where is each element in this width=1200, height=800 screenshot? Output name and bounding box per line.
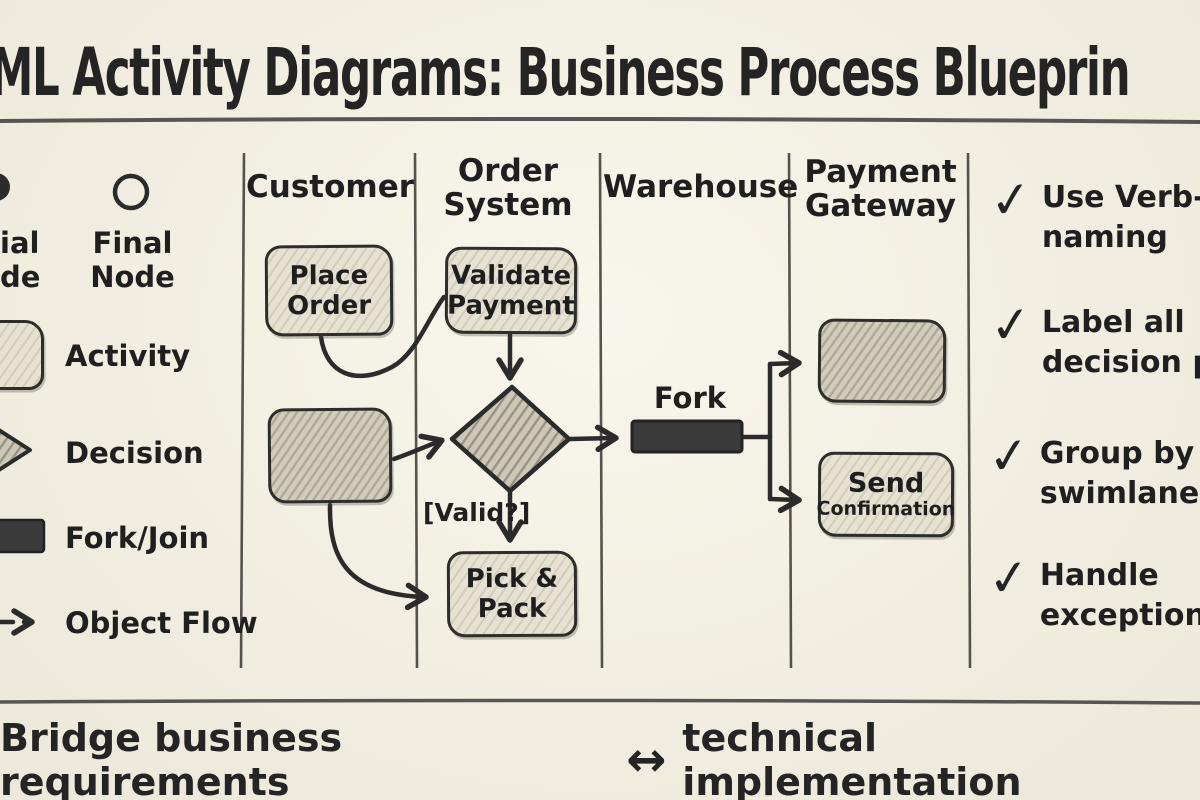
filled-circle-icon	[0, 173, 10, 201]
lane-header-warehouse: Warehouse	[603, 169, 799, 205]
lane-header-payment-gateway: Payment Gateway	[804, 154, 957, 224]
footer-divider-line	[0, 698, 1200, 705]
double-arrow-icon: ↔	[626, 732, 667, 788]
checklist-item-group-swimlane: ✓ Group by swimlane	[985, 424, 1200, 511]
decision-diamond-node	[449, 384, 572, 494]
legend-activity-label: Activity	[65, 339, 191, 373]
footer-tagline: Bridge business requirements ↔ technical…	[0, 716, 1200, 800]
page-title: ML Activity Diagrams: Business Process B…	[0, 34, 1131, 111]
arrow-fork-to-top-box	[741, 349, 802, 440]
fork-label: Fork	[653, 381, 727, 415]
title-divider-line	[0, 116, 1200, 124]
footer-left-text: Bridge business requirements	[0, 716, 343, 800]
legend-initial-node-label: ial de	[0, 226, 41, 294]
fork-bar-node	[630, 419, 744, 454]
check-icon: ✓	[987, 293, 1035, 357]
guard-label-valid: [Valid?]	[423, 498, 531, 527]
arrow-fork-to-send-confirmation	[767, 434, 802, 514]
legend-object-flow-label: Object Flow	[65, 606, 258, 640]
check-icon: ✓	[985, 424, 1033, 488]
activity-node-validate-payment: Validate Payment	[444, 246, 578, 335]
checklist-item-handle-exceptions: ✓ Handle exception	[985, 546, 1200, 633]
arrow-customer-box-to-decision	[391, 433, 445, 462]
diamond-icon	[0, 428, 32, 472]
activity-node-unlabeled-customer	[267, 407, 393, 504]
activity-node-place-order: Place Order	[264, 244, 394, 337]
fork-bar-icon	[0, 518, 46, 554]
legend-fork-join-label: Fork/Join	[65, 521, 210, 555]
check-icon: ✓	[987, 168, 1035, 232]
activity-node-pick-pack: Pick & Pack	[446, 550, 578, 638]
activity-node-send-confirmation: Send Confirmation	[816, 451, 955, 538]
activity-node-unlabeled-payment	[817, 318, 947, 404]
rounded-rect-icon	[0, 320, 44, 390]
open-circle-icon	[112, 173, 150, 211]
arrow-decision-to-fork	[567, 424, 619, 453]
lane-header-customer: Customer	[246, 169, 415, 205]
checklist-item-verb-naming: ✓ Use Verb- naming	[987, 168, 1200, 255]
legend-decision-label: Decision	[65, 436, 204, 470]
legend-final-node-label: Final Node	[90, 226, 175, 294]
arrow-customer-box-to-pick-pack	[327, 502, 429, 611]
lane-header-order-system: Order System	[443, 153, 573, 223]
check-icon: ✓	[985, 546, 1033, 610]
footer-right-text: technical implementation	[682, 716, 1022, 800]
checklist-item-label-decisions: ✓ Label all decision p	[987, 293, 1200, 380]
